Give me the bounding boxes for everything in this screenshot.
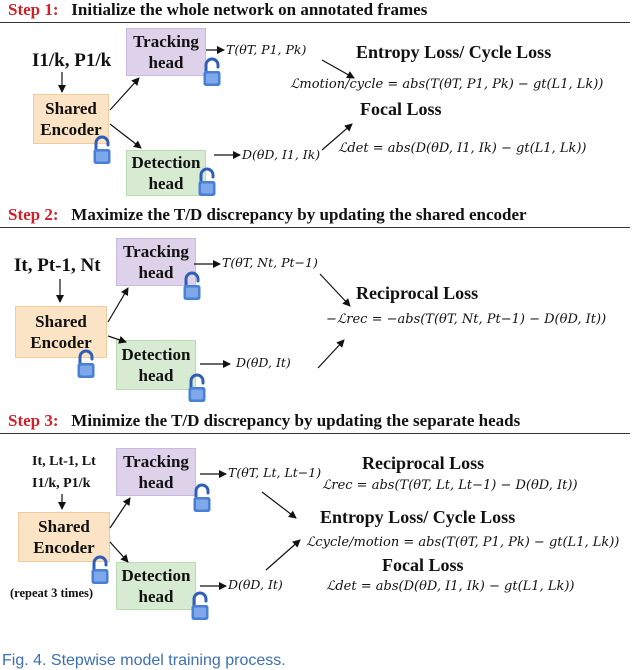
arrow [109, 541, 129, 563]
arrow [319, 273, 351, 307]
step-2-title: Step 2: Maximize the T/D discrepancy by … [8, 205, 527, 224]
lock-icon [187, 373, 207, 404]
step-3-inputs-line-2: I1/k, P1/k [32, 476, 91, 491]
step-2-shared-encoder: Shared Encoder [15, 306, 107, 358]
step-3-detection-head: Detection head [116, 562, 196, 610]
step-3-title: Step 3: Minimize the T/D discrepancy by … [8, 411, 521, 430]
step-3-loss-3-name: Focal Loss [382, 555, 464, 575]
step-1-detection-output: D(θD, I1, Ik) [242, 147, 321, 162]
lock-icon [90, 555, 110, 586]
step-1-heading: Initialize the whole network on annotate… [71, 0, 428, 19]
step-1-shared-encoder: Shared Encoder [33, 94, 109, 144]
step-1-tracking-output: T(θT, P1, Pk) [226, 42, 307, 57]
divider [0, 227, 630, 228]
step-1-loss-2-equation: ℒdet = abs(D(θD, I1, Ik) − gt(L1, Lk)) [338, 141, 587, 156]
step-3-shared-encoder: Shared Encoder [18, 512, 110, 562]
divider [0, 433, 630, 434]
step-3-loss-1-name: Reciprocal Loss [362, 453, 485, 473]
step-3-inputs-line-1: It, Lt-1, Lt [32, 454, 96, 469]
step-1-detection-head: Detection head [126, 150, 206, 196]
lock-icon [182, 271, 202, 302]
step-3-tracking-head: Tracking head [116, 448, 196, 496]
arrow [107, 287, 129, 323]
step-2-tracking-output: T(θT, Nt, Pt−1) [222, 255, 318, 270]
step-1-loss-2-name: Focal Loss [360, 99, 442, 119]
step-2-detection-head: Detection head [116, 340, 196, 390]
step-1-tracking-head: Tracking head [126, 28, 206, 76]
step-3-loss-2-name: Entropy Loss/ Cycle Loss [320, 507, 516, 527]
step-2-loss-1-name: Reciprocal Loss [356, 283, 479, 303]
step-2-heading: Maximize the T/D discrepancy by updating… [71, 205, 527, 224]
arrow [317, 339, 345, 369]
step-3-loss-3-equation: ℒdet = abs(D(θD, I1, Ik) − gt(L1, Lk)) [326, 579, 575, 594]
step-1-inputs: I1/k, P1/k [32, 50, 112, 71]
lock-icon [197, 167, 217, 198]
arrow [265, 539, 301, 571]
step-3-tracking-output: T(θT, Lt, Lt−1) [228, 465, 322, 480]
step-2-inputs: It, Pt-1, Nt [14, 255, 101, 276]
lock-icon [92, 135, 112, 166]
arrow [261, 491, 297, 519]
lock-icon [76, 349, 96, 380]
step-1-loss-1-equation: ℒmotion/cycle = abs(T(θT, P1, Pk) − gt(L… [290, 77, 604, 92]
lock-icon [192, 483, 212, 514]
arrow [107, 335, 127, 344]
step-3-repeat-note: (repeat 3 times) [10, 586, 94, 600]
step-1-number: Step 1 [8, 0, 53, 19]
step-2-tracking-head: Tracking head [116, 238, 196, 286]
step-3-loss-1-equation: ℒrec = abs(T(θT, Lt, Lt−1) − D(θD, It)) [322, 478, 578, 493]
step-2-loss-1-equation: −ℒrec = −abs(T(θT, Nt, Pt−1) − D(θD, It)… [326, 312, 607, 327]
arrow [109, 123, 142, 149]
arrow [109, 497, 131, 529]
step-1-title: Step 1: Initialize the whole network on … [8, 0, 428, 19]
lock-icon [202, 57, 222, 88]
lock-icon [190, 591, 210, 622]
step-2-number: Step 2 [8, 205, 53, 224]
arrow [321, 123, 353, 151]
step-3-loss-2-equation: ℒcycle/motion = abs(T(θT, P1, Pk) − gt(L… [306, 535, 620, 550]
step-3-detection-output: D(θD, It) [228, 577, 283, 592]
divider [0, 22, 630, 23]
arrow [321, 59, 355, 79]
arrow [109, 77, 140, 111]
step-3-number: Step 3 [8, 411, 53, 430]
step-2-detection-output: D(θD, It) [236, 355, 291, 370]
step-3-heading: Minimize the T/D discrepancy by updating… [71, 411, 521, 430]
step-1-loss-1-name: Entropy Loss/ Cycle Loss [356, 42, 552, 62]
